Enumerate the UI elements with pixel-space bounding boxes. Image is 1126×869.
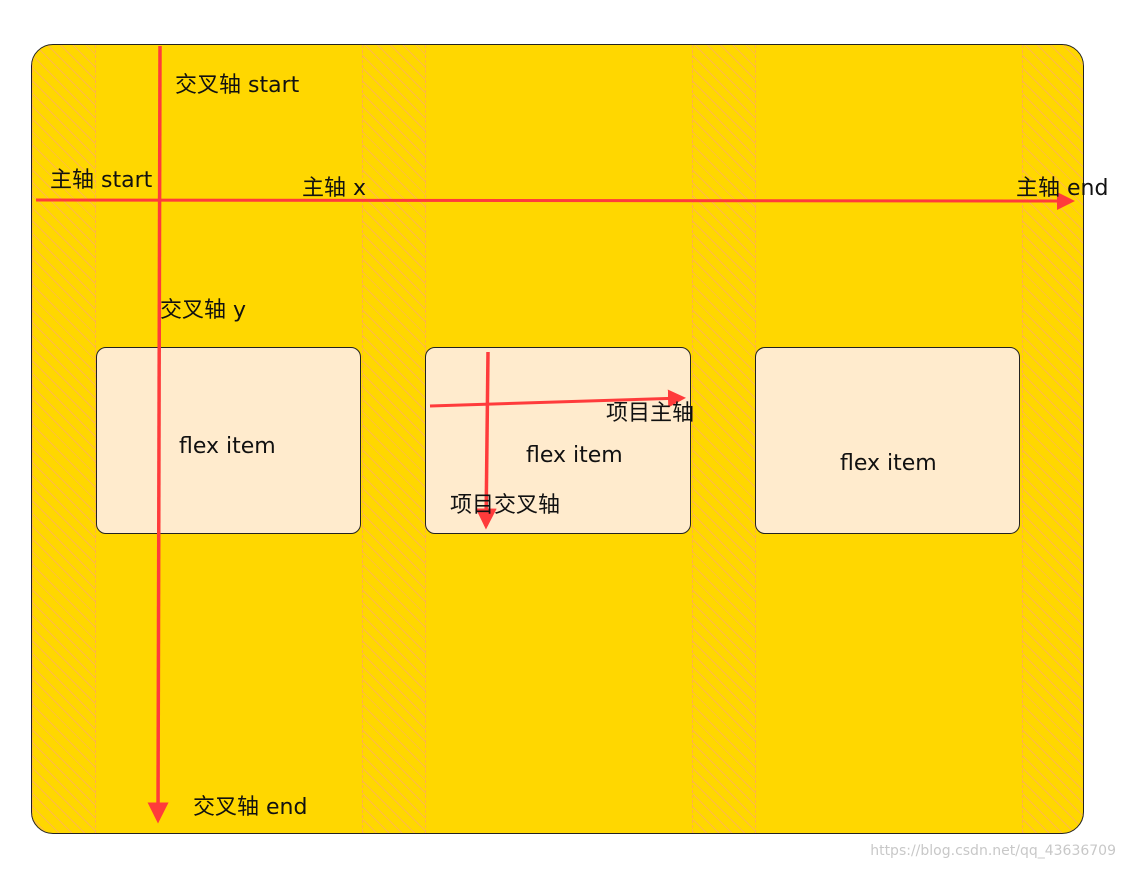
flex-item-2 bbox=[425, 347, 691, 534]
flex-item-1 bbox=[96, 347, 361, 534]
item-main-axis-label: 项目主轴 bbox=[606, 401, 695, 426]
watermark: https://blog.csdn.net/qq_43636709 bbox=[870, 843, 1116, 859]
main-axis-start-label: 主轴 start bbox=[50, 168, 153, 193]
flex-item-2-label: flex item bbox=[526, 443, 623, 468]
cross-axis-end-label: 交叉轴 end bbox=[193, 795, 308, 820]
flex-item-1-label: flex item bbox=[179, 434, 276, 459]
cross-axis-start-label: 交叉轴 start bbox=[175, 73, 300, 98]
container-padding-left bbox=[32, 45, 96, 833]
cross-axis-label: 交叉轴 y bbox=[160, 298, 247, 323]
main-axis-end-label: 主轴 end bbox=[1016, 176, 1109, 201]
item-cross-axis-label: 项目交叉轴 bbox=[450, 493, 561, 518]
main-axis-label: 主轴 x bbox=[302, 176, 367, 201]
gap-between-items-1 bbox=[362, 45, 426, 833]
flex-item-3 bbox=[755, 347, 1020, 534]
gap-between-items-2 bbox=[692, 45, 756, 833]
container-padding-right bbox=[1022, 45, 1083, 833]
flex-item-3-label: flex item bbox=[840, 451, 937, 476]
